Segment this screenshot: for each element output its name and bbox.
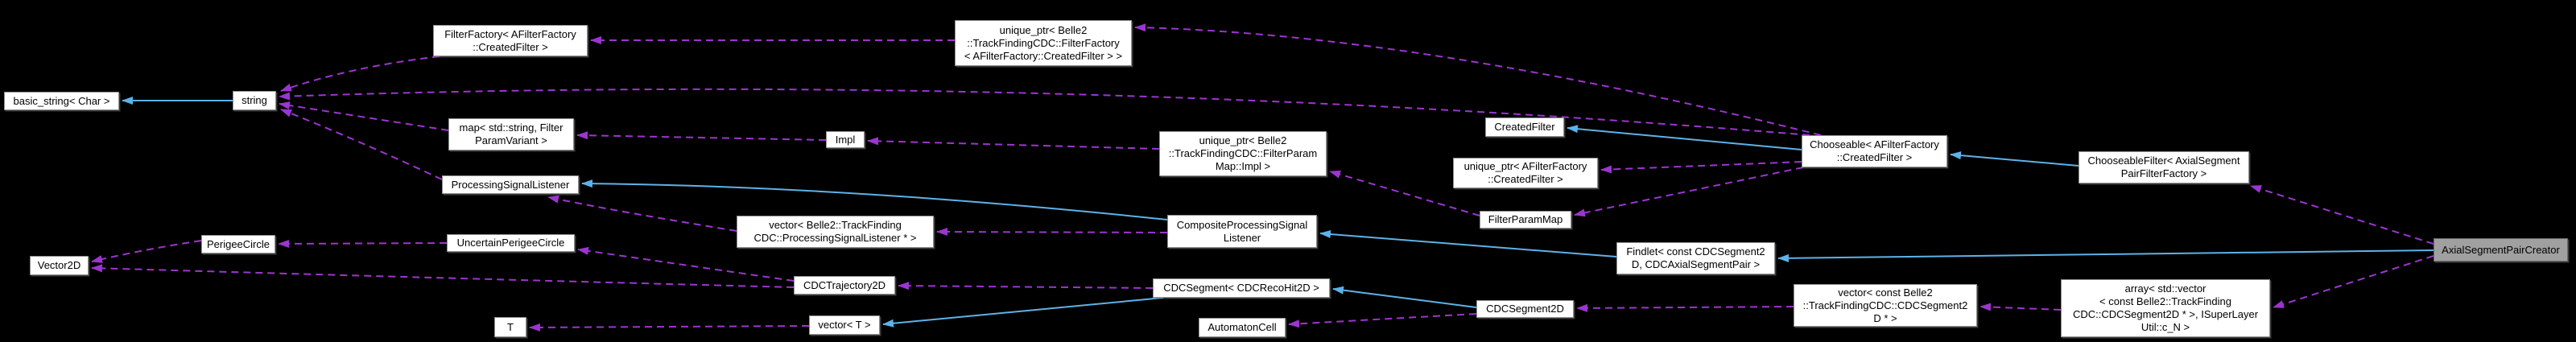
class-node-vec-t[interactable]: vector< T > bbox=[809, 315, 880, 335]
edge-chooseable-filter-to-chooseable bbox=[1950, 151, 2079, 167]
edge-cdc-segment-to-cdc-trajectory2d bbox=[898, 282, 1154, 290]
edge-uptr-impl-to-impl bbox=[867, 137, 1160, 150]
edge-composite-psl-to-processing-signal-listener bbox=[581, 179, 1168, 220]
class-node-uncertain-perigee-circle[interactable]: UncertainPerigeeCircle bbox=[447, 234, 575, 252]
class-node-findlet[interactable]: Findlet< const CDCSegment2 D, CDCAxialSe… bbox=[1616, 242, 1775, 274]
edge-vec-psl-to-processing-signal-listener bbox=[547, 195, 737, 232]
edge-axial-segment-pair-creator-to-chooseable-filter bbox=[2250, 185, 2434, 245]
edge-cdc-segment2d-to-cdc-segment bbox=[1332, 286, 1477, 308]
class-node-cdc-segment[interactable]: CDCSegment< CDCRecoHit2D > bbox=[1153, 278, 1330, 298]
edge-vec-t-to-t bbox=[529, 323, 810, 332]
class-node-basic-string[interactable]: basic_string< Char > bbox=[4, 92, 119, 110]
class-node-cdc-trajectory2d[interactable]: CDCTrajectory2D bbox=[794, 276, 895, 295]
edge-chooseable-to-string bbox=[279, 88, 1810, 136]
edge-filter-factory-to-string bbox=[280, 56, 440, 92]
edge-filter-param-map-to-uptr-impl bbox=[1329, 170, 1480, 216]
edge-cdc-segment2d-to-automaton-cell bbox=[1288, 313, 1477, 328]
class-node-uptr-impl[interactable]: unique_ptr< Belle2 ::TrackFindingCDC::Fi… bbox=[1159, 131, 1327, 176]
class-node-vector2d[interactable]: Vector2D bbox=[30, 256, 89, 275]
class-node-processing-signal-listener[interactable]: ProcessingSignalListener bbox=[442, 175, 579, 194]
edge-chooseable-to-uptr-created-filter bbox=[1600, 161, 1802, 174]
class-node-automaton-cell[interactable]: AutomatonCell bbox=[1199, 318, 1286, 337]
class-node-composite-psl[interactable]: CompositeProcessingSignal Listener bbox=[1167, 215, 1317, 248]
class-node-impl[interactable]: Impl bbox=[826, 131, 865, 148]
edge-chooseable-to-created-filter bbox=[1567, 125, 1802, 150]
edge-array-seg-to-vec-cdcseg2d bbox=[1979, 303, 2062, 311]
class-node-string[interactable]: string bbox=[233, 91, 276, 110]
class-node-filter-factory[interactable]: FilterFactory< AFilterFactory ::CreatedF… bbox=[433, 25, 588, 56]
edge-map-filter-param-to-string bbox=[279, 101, 449, 131]
edge-chooseable-to-filter-param-map bbox=[1574, 167, 1804, 217]
edge-cdc-trajectory2d-to-uncertain-perigee-circle bbox=[577, 246, 795, 282]
class-node-created-filter[interactable]: CreatedFilter bbox=[1485, 117, 1564, 137]
edge-findlet-to-composite-psl bbox=[1319, 230, 1617, 258]
edge-cdc-trajectory2d-to-vector2d bbox=[91, 264, 795, 288]
class-node-uptr-filter-factory[interactable]: unique_ptr< Belle2 ::TrackFindingCDC::Fi… bbox=[955, 20, 1132, 66]
class-node-perigee-circle[interactable]: PerigeeCircle bbox=[201, 235, 275, 253]
edge-cdc-segment-to-vec-t bbox=[882, 297, 1164, 328]
edge-axial-segment-pair-creator-to-findlet bbox=[1777, 249, 2434, 262]
class-node-uptr-created-filter[interactable]: unique_ptr< AFilterFactory ::CreatedFilt… bbox=[1453, 158, 1598, 188]
class-node-chooseable[interactable]: Chooseable< AFilterFactory ::CreatedFilt… bbox=[1802, 135, 1947, 167]
edge-uncertain-perigee-circle-to-perigee-circle bbox=[278, 239, 448, 248]
class-node-axial-segment-pair-creator[interactable]: AxialSegmentPairCreator bbox=[2434, 238, 2568, 262]
class-node-vec-psl[interactable]: vector< Belle2::TrackFinding CDC::Proces… bbox=[737, 216, 934, 248]
edge-processing-signal-listener-to-string bbox=[280, 109, 443, 180]
edge-perigee-circle-to-vector2d bbox=[91, 240, 202, 263]
edge-vec-cdcseg2d-to-cdc-segment2d bbox=[1576, 303, 1794, 312]
class-node-t[interactable]: T bbox=[494, 317, 526, 337]
class-node-vec-cdcseg2d[interactable]: vector< const Belle2 ::TrackFindingCDC::… bbox=[1794, 284, 1977, 327]
class-node-array-seg[interactable]: array< std::vector < const Belle2::Track… bbox=[2061, 279, 2270, 337]
edge-axial-segment-pair-creator-to-array-seg bbox=[2273, 255, 2434, 308]
edge-impl-to-map-filter-param bbox=[576, 131, 827, 141]
class-node-filter-param-map[interactable]: FilterParamMap bbox=[1480, 211, 1571, 229]
edge-composite-psl-to-vec-psl bbox=[936, 228, 1168, 237]
edge-chooseable-to-uptr-filter-factory bbox=[1134, 23, 1822, 136]
class-node-map-filter-param[interactable]: map< std::string, Filter ParamVariant > bbox=[448, 118, 574, 150]
class-node-chooseable-filter[interactable]: ChooseableFilter< AxialSegment PairFilte… bbox=[2079, 151, 2249, 183]
class-node-cdc-segment2d[interactable]: CDCSegment2D bbox=[1476, 300, 1574, 318]
